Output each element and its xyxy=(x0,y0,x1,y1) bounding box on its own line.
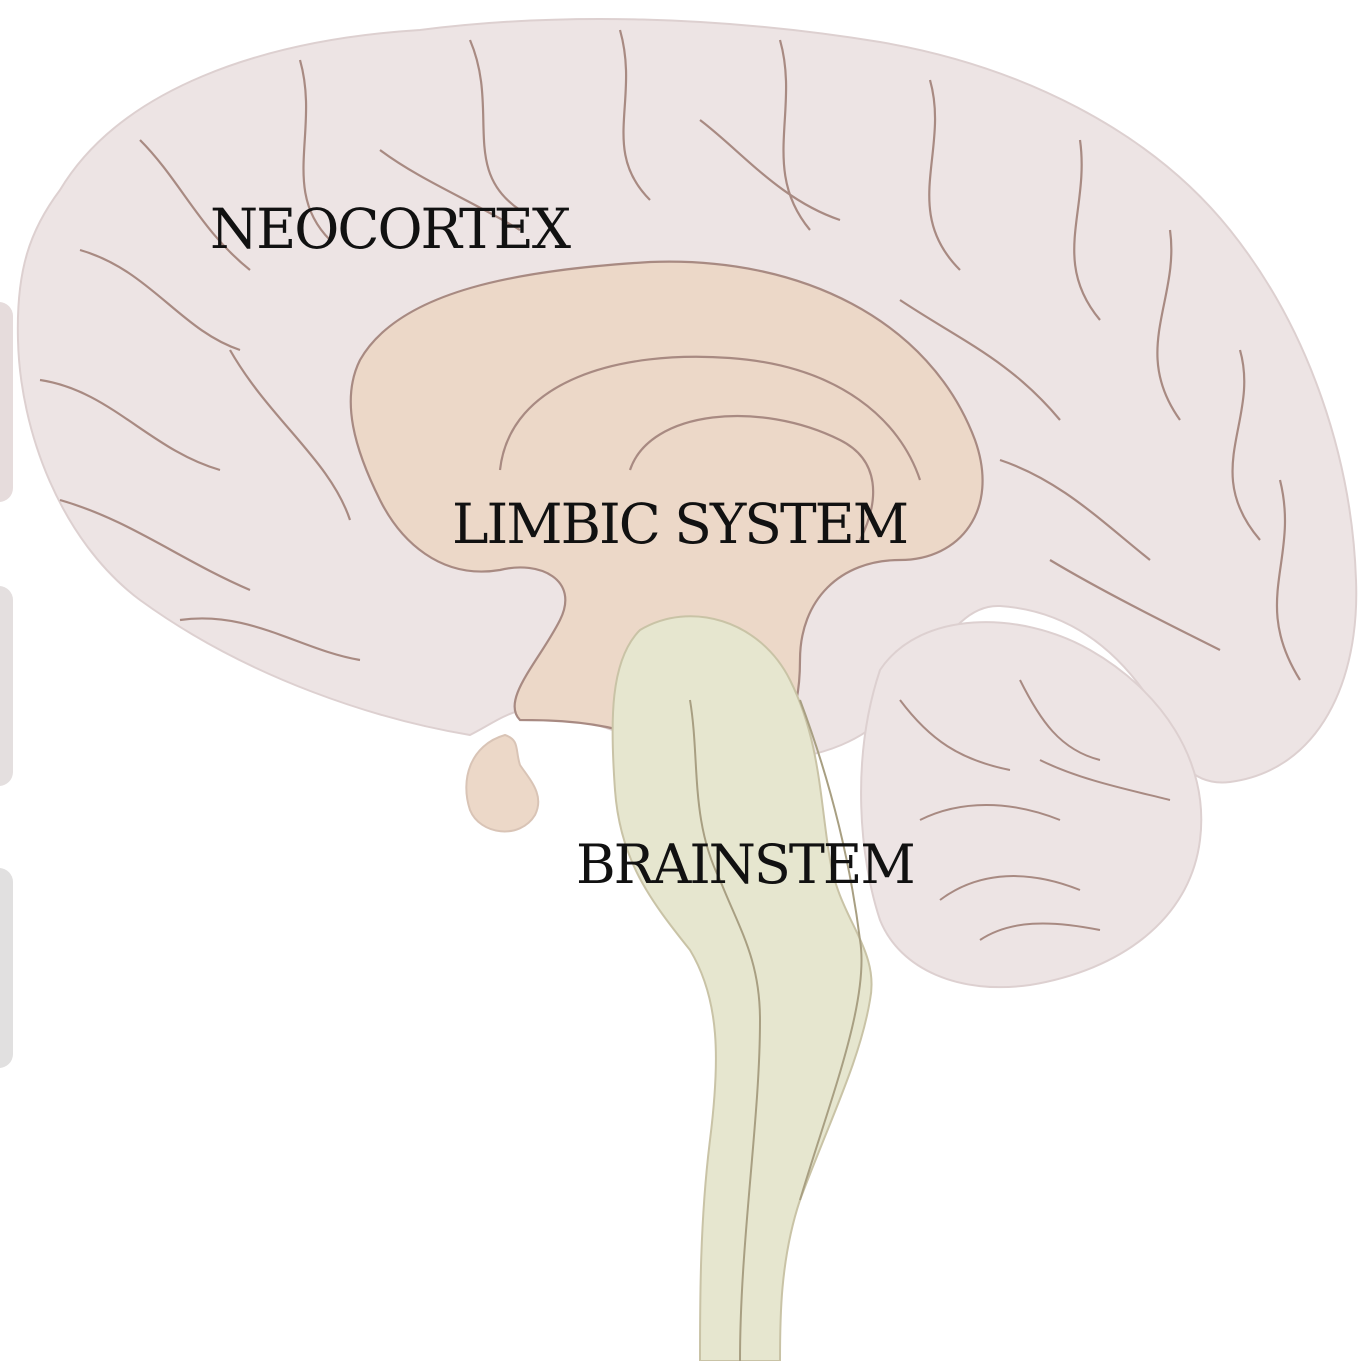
label-limbic-system: LIMBIC SYSTEM xyxy=(452,497,907,552)
label-neocortex: NEOCORTEX xyxy=(210,202,569,257)
pituitary-shape xyxy=(466,735,538,831)
label-brainstem: BRAINSTEM xyxy=(576,838,914,892)
